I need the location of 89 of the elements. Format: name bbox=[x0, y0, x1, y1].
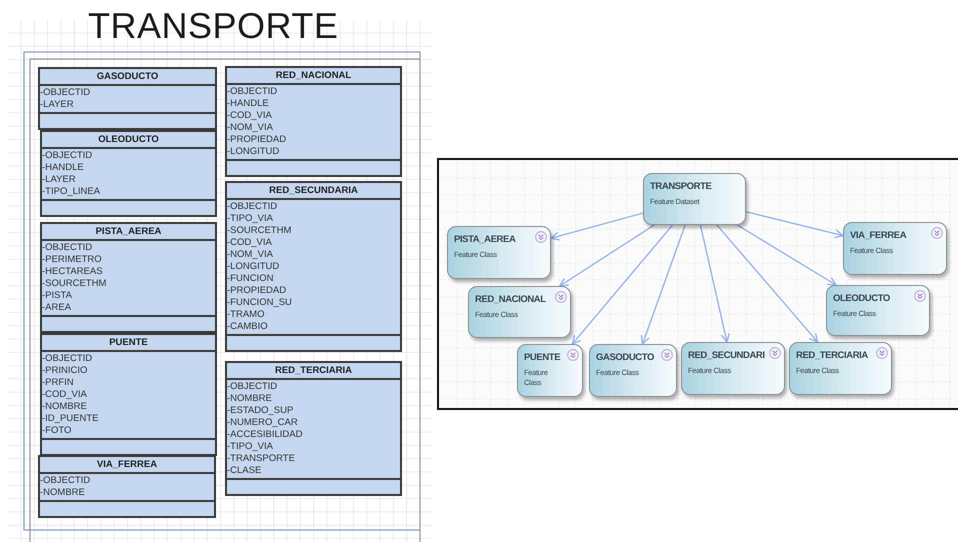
class-name: RED_NACIONAL bbox=[475, 293, 546, 306]
class-name: PUENTE bbox=[524, 351, 560, 364]
attribute-text: -ACCESIBILIDAD bbox=[227, 429, 302, 441]
attribute-text: -OBJECTID bbox=[42, 242, 92, 254]
arrow bbox=[716, 224, 818, 343]
attribute-text: -OBJECTID bbox=[42, 150, 92, 162]
attribute-text: -HANDLE bbox=[42, 162, 84, 174]
attribute-text: -SOURCETHM bbox=[42, 278, 106, 290]
class-name: GASODUCTO bbox=[96, 72, 158, 82]
attribute-text: -NOM_VIA bbox=[227, 249, 273, 261]
attribute-text: -FUNCION_SU bbox=[227, 297, 292, 309]
attribute-text: -PRINICIO bbox=[42, 365, 88, 377]
attribute-text: -TIPO_VIA bbox=[227, 213, 273, 225]
arrow bbox=[572, 224, 674, 345]
diagram-title: TRANSPORTE bbox=[88, 6, 338, 46]
attribute-text: -SOURCETHM bbox=[227, 225, 292, 237]
attribute-text: -HANDLE bbox=[227, 98, 269, 110]
attribute-text: -PROPIEDAD bbox=[227, 134, 286, 146]
attribute-text: -NUMERO_CAR bbox=[227, 417, 298, 429]
arrow bbox=[550, 212, 644, 241]
class-name: PUENTE bbox=[109, 338, 148, 348]
attribute-text: -NOMBRE bbox=[42, 401, 87, 413]
attribute-text: -OBJECTID bbox=[40, 475, 90, 487]
arrow bbox=[640, 224, 686, 345]
attribute-text: -NOMBRE bbox=[227, 393, 272, 405]
attribute-text: -PRFIN bbox=[42, 377, 74, 389]
arrow bbox=[559, 224, 655, 287]
class-name: PISTA_AEREA bbox=[96, 226, 162, 236]
attribute-text: -LONGITUD bbox=[227, 146, 280, 158]
attribute-text: -OBJECTID bbox=[227, 201, 278, 213]
feature-class-box bbox=[589, 344, 677, 397]
class-box bbox=[225, 66, 402, 177]
class-name: RED_NACIONAL bbox=[276, 70, 352, 80]
feature-class-box bbox=[447, 226, 551, 279]
feature-class-box bbox=[517, 344, 583, 397]
class-box bbox=[40, 333, 217, 456]
feature-class-box bbox=[468, 286, 571, 338]
class-box bbox=[40, 130, 217, 217]
feature-class-box bbox=[681, 342, 785, 395]
class-box bbox=[38, 455, 216, 518]
class-name: OLEODUCTO bbox=[833, 292, 890, 305]
attribute-text: -LAYER bbox=[40, 99, 74, 111]
class-box bbox=[38, 67, 217, 130]
class-box bbox=[225, 181, 402, 352]
arrow bbox=[700, 224, 730, 343]
dataset-box bbox=[643, 173, 746, 225]
class-name: VIA_FERREA bbox=[850, 229, 906, 242]
attribute-text: -OBJECTID bbox=[227, 86, 278, 98]
class-name: RED_TERCIARIA bbox=[274, 366, 352, 376]
class-name: VIA_FERREA bbox=[96, 460, 158, 470]
class-box bbox=[225, 361, 402, 496]
attribute-text: -COD_VIA bbox=[227, 237, 272, 249]
arrow bbox=[736, 224, 837, 286]
class-name: OLEODUCTO bbox=[98, 134, 159, 144]
attribute-text: -TIPO_LINEA bbox=[42, 186, 100, 198]
attribute-text: -NOMBRE bbox=[40, 487, 85, 499]
class-name: PISTA_AEREA bbox=[454, 233, 516, 246]
class-name: RED_SECUNDARIA bbox=[269, 186, 358, 196]
attribute-text: -PERIMETRO bbox=[42, 254, 102, 266]
attribute-text: -TRANSPORTE bbox=[227, 453, 295, 465]
class-box bbox=[40, 222, 217, 333]
attribute-text: -PISTA bbox=[42, 290, 72, 302]
class-name: GASODUCTO bbox=[596, 351, 654, 364]
attribute-text: -COD_VIA bbox=[42, 389, 87, 401]
attribute-text: -LONGITUD bbox=[227, 261, 280, 273]
class-name: TRANSPORTE bbox=[650, 180, 712, 193]
attribute-text: -HECTAREAS bbox=[42, 266, 103, 278]
class-name: RED_TERCIARIA bbox=[796, 349, 868, 362]
attribute-text: -PROPIEDAD bbox=[227, 285, 286, 297]
attribute-text: -CLASE bbox=[227, 465, 262, 477]
attribute-text: -OBJECTID bbox=[227, 381, 278, 393]
attribute-text: -CAMBIO bbox=[227, 321, 268, 333]
attribute-text: -LAYER bbox=[42, 174, 76, 186]
attribute-text: -ID_PUENTE bbox=[42, 413, 98, 425]
attribute-text: -TIPO_VIA bbox=[227, 441, 273, 453]
attribute-text: -OBJECTID bbox=[40, 87, 90, 99]
attribute-text: -ESTADO_SUP bbox=[227, 405, 294, 417]
feature-class-box bbox=[789, 342, 892, 395]
attribute-text: -FUNCION bbox=[227, 273, 274, 285]
attribute-text: -COD_VIA bbox=[227, 110, 272, 122]
feature-class-box bbox=[843, 222, 947, 275]
feature-class-box bbox=[826, 285, 930, 336]
attribute-text: -NOM_VIA bbox=[227, 122, 273, 134]
attribute-text: -AREA bbox=[42, 302, 72, 314]
class-name: RED_SECUNDARI bbox=[688, 349, 765, 362]
attribute-text: -OBJECTID bbox=[42, 353, 92, 365]
attribute-text: -TRAMO bbox=[227, 309, 264, 321]
attribute-text: -FOTO bbox=[42, 425, 72, 437]
arrow bbox=[746, 211, 844, 238]
